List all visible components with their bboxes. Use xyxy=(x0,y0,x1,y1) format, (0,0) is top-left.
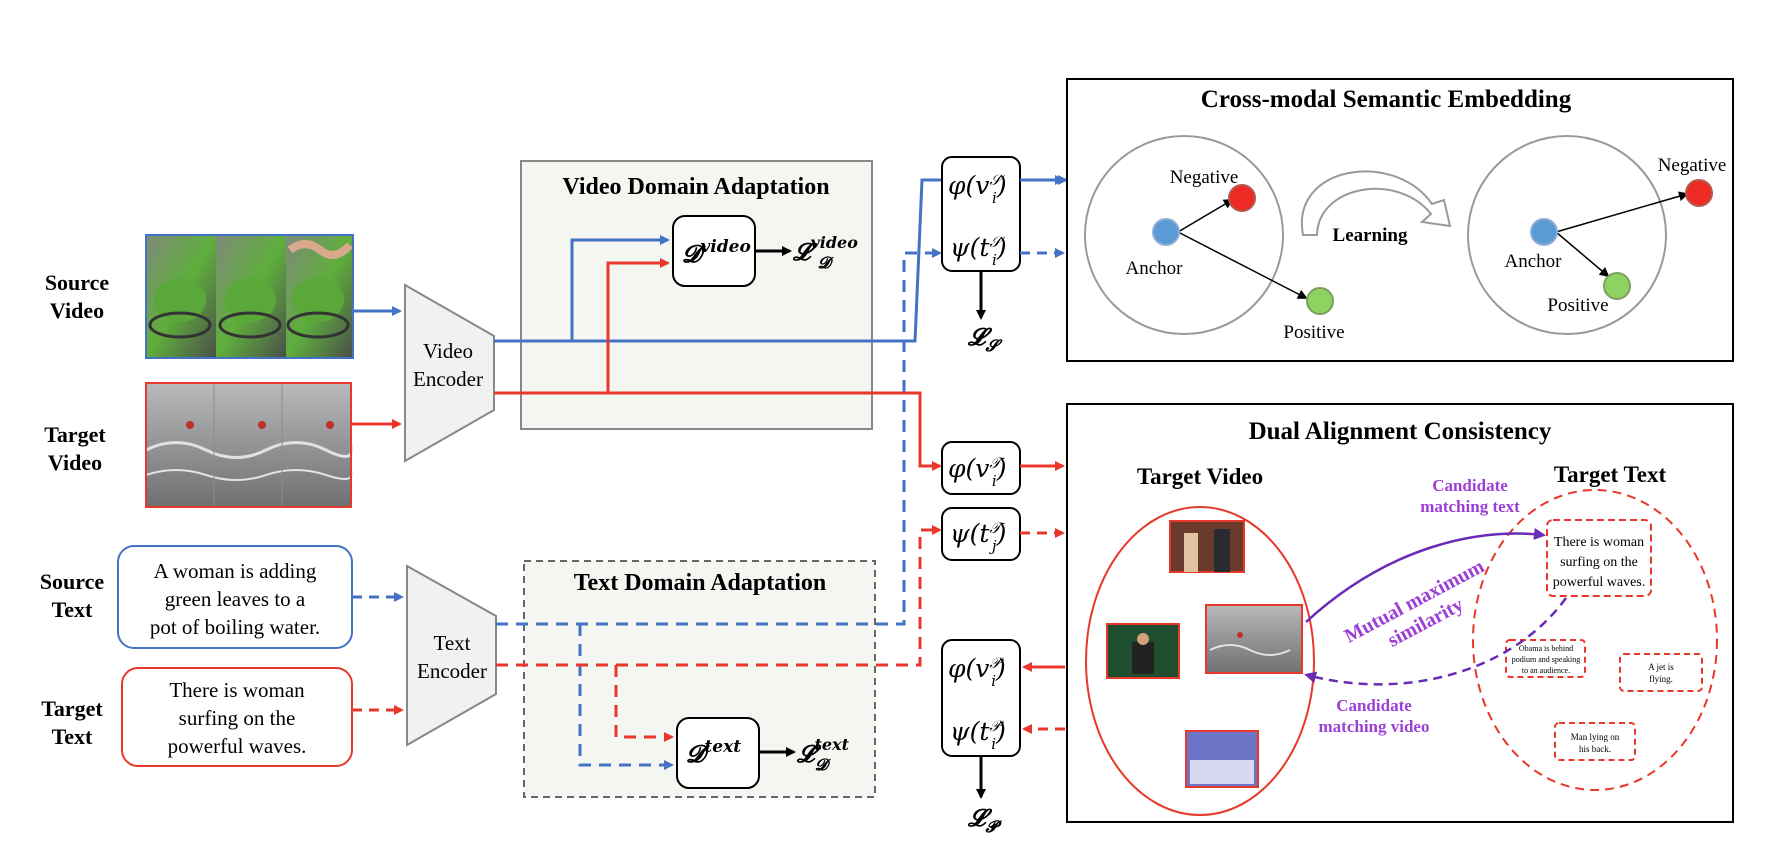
target-video-set xyxy=(1085,506,1315,816)
svg-text:Man lying on: Man lying on xyxy=(1571,732,1620,742)
svg-text:matching video: matching video xyxy=(1319,717,1430,736)
svg-text:φ(v𝒫i): φ(v𝒫i) xyxy=(948,654,1006,690)
text-to-video-arrow xyxy=(1304,597,1568,686)
svg-text:A woman is adding: A woman is adding xyxy=(154,559,317,583)
source-caption-box: A woman is adding green leaves to a pot … xyxy=(117,545,353,649)
video-encoder: Video Encoder xyxy=(404,283,495,463)
svg-text:green leaves to a: green leaves to a xyxy=(165,587,306,611)
target-text-set xyxy=(1472,489,1718,791)
dual-alignment-panel: Dual Alignment Consistency Target Video … xyxy=(1066,403,1734,823)
svg-text:Positive: Positive xyxy=(1283,322,1344,343)
svg-text:Video: Video xyxy=(50,298,104,323)
svg-text:Anchor: Anchor xyxy=(1505,251,1563,272)
learning-arrow xyxy=(1300,170,1452,236)
svg-text:Positive: Positive xyxy=(1547,295,1608,316)
svg-text:Negative: Negative xyxy=(1170,167,1239,188)
video-thumb-4 xyxy=(1185,730,1259,788)
svg-text:his back.: his back. xyxy=(1579,744,1611,754)
svg-text:Video: Video xyxy=(48,450,102,475)
svg-text:Candidate: Candidate xyxy=(1336,696,1412,715)
text-candidate-jet: A jet is flying. xyxy=(1619,653,1703,692)
svg-text:Source: Source xyxy=(45,270,110,295)
svg-text:Target Text: Target Text xyxy=(1554,462,1667,487)
video-da-title: Video Domain Adaptation xyxy=(562,174,829,200)
svg-text:pot of boiling water.: pot of boiling water. xyxy=(150,615,320,639)
svg-text:𝓓video: 𝓓video xyxy=(682,237,751,268)
svg-text:Text: Text xyxy=(52,597,93,622)
source-text-label: Source Text xyxy=(40,569,105,622)
target-video-frames xyxy=(145,382,354,508)
anchor-point-after xyxy=(1530,218,1558,246)
svg-text:surfing on the: surfing on the xyxy=(179,706,296,730)
anchor-point xyxy=(1152,218,1180,246)
svg-text:Text: Text xyxy=(52,724,93,749)
cross-modal-title: Cross-modal Semantic Embedding xyxy=(1201,86,1572,113)
positive-point xyxy=(1306,287,1334,315)
target-video-label: Target Video xyxy=(44,422,106,475)
text-candidate-man: Man lying on his back. xyxy=(1554,722,1636,761)
text-da-title: Text Domain Adaptation xyxy=(574,570,827,596)
svg-text:Target: Target xyxy=(41,696,103,721)
svg-text:There is woman: There is woman xyxy=(169,678,305,702)
svg-text:Encoder: Encoder xyxy=(417,659,487,683)
svg-text:Negative: Negative xyxy=(1658,155,1727,176)
svg-text:flying.: flying. xyxy=(1649,674,1673,684)
svg-text:A jet is: A jet is xyxy=(1648,662,1674,672)
svg-text:Target Video: Target Video xyxy=(1137,464,1263,489)
loss-p: 𝓛𝓟 xyxy=(967,803,1002,836)
svg-text:powerful waves.: powerful waves. xyxy=(1553,575,1646,590)
svg-text:There is woman: There is woman xyxy=(1554,535,1644,550)
positive-point-after xyxy=(1603,272,1631,300)
video-thumb-3-surfing xyxy=(1205,604,1303,674)
svg-text:to an audience.: to an audience. xyxy=(1522,666,1570,675)
svg-text:Anchor: Anchor xyxy=(1126,258,1184,279)
negative-point-after xyxy=(1685,179,1713,207)
svg-text:Encoder: Encoder xyxy=(413,367,483,391)
svg-text:Candidate: Candidate xyxy=(1432,476,1508,495)
target-caption-box: There is woman surfing on the powerful w… xyxy=(121,667,353,767)
svg-text:ψ(t𝒯j): ψ(t𝒯j) xyxy=(950,519,1006,555)
text-candidate-main: There is woman surfing on the powerful w… xyxy=(1546,519,1652,597)
svg-text:podium and speaking: podium and speaking xyxy=(1512,655,1580,664)
svg-text:Video: Video xyxy=(423,339,473,363)
embedding-space-before xyxy=(1084,135,1284,335)
text-candidate-obama: Obama is behind podium and speaking to a… xyxy=(1505,639,1586,678)
svg-text:Target: Target xyxy=(44,422,106,447)
svg-text:Text: Text xyxy=(433,631,470,655)
svg-text:surfing on the: surfing on the xyxy=(1560,555,1638,570)
text-encoder: Text Encoder xyxy=(406,564,497,747)
svg-text:Source: Source xyxy=(40,569,105,594)
video-thumb-1 xyxy=(1169,520,1245,573)
embedding-space-after xyxy=(1467,135,1667,335)
svg-text:matching text: matching text xyxy=(1420,497,1520,516)
svg-text:φ(v𝒮i): φ(v𝒮i) xyxy=(948,171,1007,207)
cross-modal-embedding-panel: Cross-modal Semantic Embedding Negative … xyxy=(1066,78,1734,362)
svg-text:Obama is behind: Obama is behind xyxy=(1519,644,1573,653)
source-video-label: Source Video xyxy=(45,270,110,323)
target-text-label: Target Text xyxy=(41,696,103,749)
video-thumb-2 xyxy=(1106,623,1180,679)
svg-text:φ(v𝒯i): φ(v𝒯i) xyxy=(948,454,1006,490)
negative-point xyxy=(1228,184,1256,212)
video-to-text-arrow xyxy=(1305,528,1546,623)
svg-text:ψ(t𝒮i): ψ(t𝒮i) xyxy=(950,233,1007,269)
svg-text:Learning: Learning xyxy=(1333,225,1408,246)
dual-alignment-title: Dual Alignment Consistency xyxy=(1249,418,1552,445)
svg-text:ψ(t𝒫i): ψ(t𝒫i) xyxy=(950,717,1006,753)
svg-text:powerful waves.: powerful waves. xyxy=(168,734,307,758)
source-video-frames xyxy=(145,234,354,359)
loss-s: 𝓛𝓢 xyxy=(967,322,1003,355)
